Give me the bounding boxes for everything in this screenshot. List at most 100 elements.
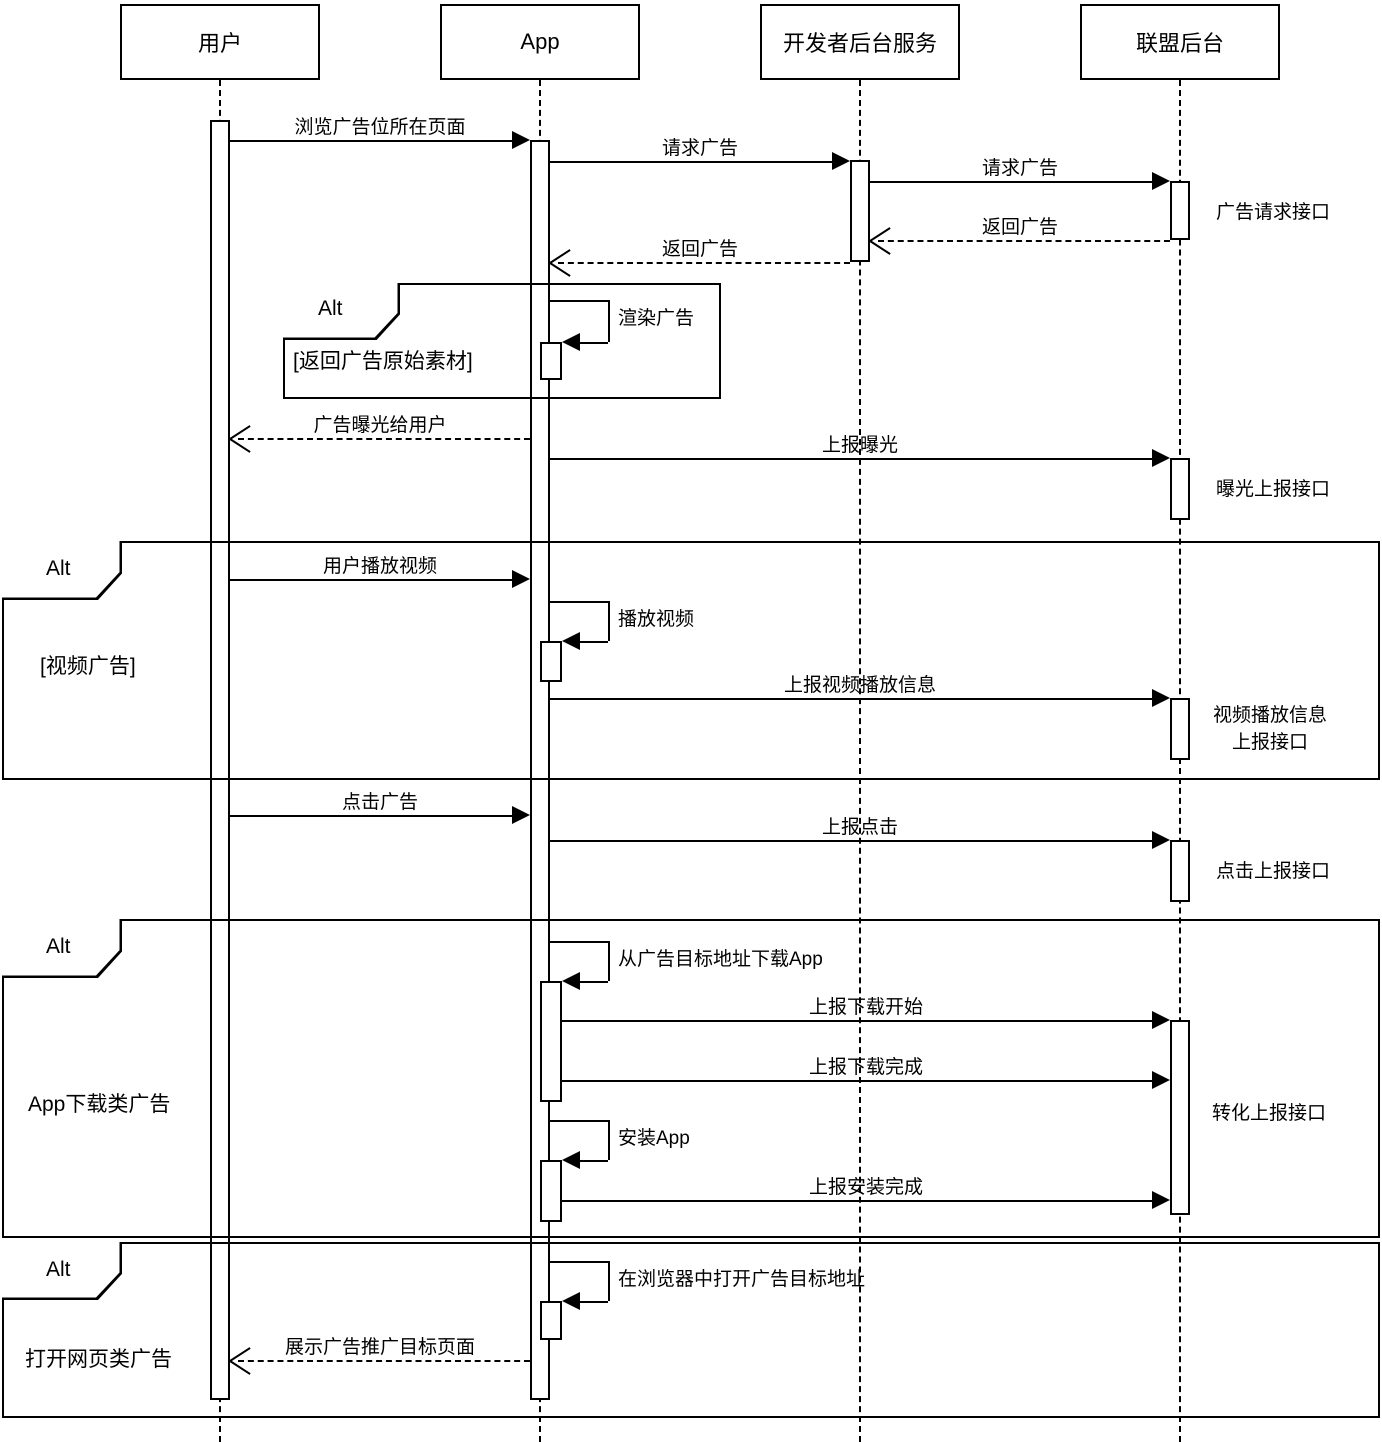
self-message-top xyxy=(550,1120,610,1122)
activation-devserver xyxy=(850,160,870,262)
message-line xyxy=(550,458,1156,460)
self-message-top xyxy=(550,941,610,943)
self-message-top xyxy=(550,1261,610,1263)
lifeline-union xyxy=(1179,80,1181,1442)
message-label: 返回广告 xyxy=(981,217,1058,238)
participant-box-user: 用户 xyxy=(120,4,320,80)
message-line xyxy=(230,815,516,817)
interface-label-video-play-report: 视频播放信息 上报接口 xyxy=(1213,705,1328,753)
self-message-side xyxy=(608,941,610,981)
arrowhead xyxy=(832,152,850,170)
arrowhead xyxy=(1152,449,1170,467)
message-line xyxy=(562,1080,1156,1082)
activation-union-click xyxy=(1170,840,1190,902)
message-label: 返回广告 xyxy=(661,239,738,260)
message-line-dashed xyxy=(238,1360,530,1362)
alt-frame-tab xyxy=(2,1242,122,1300)
message-line xyxy=(550,161,836,163)
activation-app-nested xyxy=(540,641,562,682)
self-message-top xyxy=(550,300,610,302)
self-message-bottom xyxy=(578,981,608,983)
activation-union-exposure xyxy=(1170,458,1190,520)
message-line-dashed xyxy=(238,438,530,440)
alt-frame-condition: [视频广告] xyxy=(40,655,136,678)
activation-union-adrequest xyxy=(1170,181,1190,240)
message-label: 上报点击 xyxy=(821,817,898,838)
participant-box-union: 联盟后台 xyxy=(1080,4,1280,80)
message-label: 广告曝光给用户 xyxy=(313,415,447,436)
message-line-dashed xyxy=(878,240,1170,242)
self-message-top xyxy=(550,601,610,603)
alt-frame-raw-material xyxy=(283,283,721,399)
arrowhead xyxy=(1152,1071,1170,1089)
activation-app-nested xyxy=(540,981,562,1102)
arrowhead xyxy=(512,806,530,824)
self-message-side xyxy=(608,1120,610,1160)
alt-frame-app-download xyxy=(2,919,1380,1238)
message-label: 上报安装完成 xyxy=(808,1177,923,1198)
message-line xyxy=(230,140,516,142)
interface-label-click-report: 点击上报接口 xyxy=(1216,861,1331,882)
self-message-bottom xyxy=(578,641,608,643)
interface-label-exposure-report: 曝光上报接口 xyxy=(1216,479,1331,500)
activation-user xyxy=(210,120,230,1400)
self-message-bottom xyxy=(578,1301,608,1303)
message-label: 上报视频播放信息 xyxy=(783,675,936,696)
message-line xyxy=(562,1020,1156,1022)
arrowhead xyxy=(512,570,530,588)
arrowhead xyxy=(1152,689,1170,707)
message-label: 上报下载完成 xyxy=(808,1057,923,1078)
alt-frame-condition: [返回广告原始素材] xyxy=(293,350,473,373)
message-label: 展示广告推广目标页面 xyxy=(284,1337,475,1358)
arrowhead xyxy=(1152,1011,1170,1029)
message-label: 用户播放视频 xyxy=(322,556,437,577)
arrowhead xyxy=(1152,831,1170,849)
participant-box-devserver: 开发者后台服务 xyxy=(760,4,960,80)
arrowhead xyxy=(562,1151,580,1169)
alt-frame-tab xyxy=(2,919,122,978)
alt-frame-video-ad xyxy=(2,541,1380,780)
self-message-label: 在浏览器中打开广告目标地址 xyxy=(618,1269,866,1290)
message-label: 请求广告 xyxy=(661,138,738,159)
self-message-side xyxy=(608,300,610,342)
alt-frame-tab xyxy=(2,541,122,600)
activation-app-nested xyxy=(540,342,562,380)
self-message-bottom xyxy=(578,1160,608,1162)
message-line xyxy=(550,840,1156,842)
interface-label-conversion-report: 转化上报接口 xyxy=(1212,1103,1327,1124)
self-message-bottom xyxy=(578,342,608,344)
arrowhead xyxy=(562,632,580,650)
arrowhead xyxy=(512,131,530,149)
alt-frame-label: Alt xyxy=(46,935,71,958)
activation-union-video xyxy=(1170,698,1190,760)
arrowhead xyxy=(1152,1191,1170,1209)
participant-name: 联盟后台 xyxy=(1135,31,1224,56)
alt-frame-label: Alt xyxy=(46,557,71,580)
message-line xyxy=(562,1200,1156,1202)
message-label: 上报曝光 xyxy=(821,435,898,456)
alt-frame-open-webpage xyxy=(2,1242,1380,1418)
participant-name: 开发者后台服务 xyxy=(782,31,937,56)
message-line xyxy=(550,698,1156,700)
alt-frame-label: Alt xyxy=(46,1258,71,1281)
alt-frame-label: Alt xyxy=(318,297,343,320)
lifeline-devserver xyxy=(859,80,861,1442)
arrowhead xyxy=(562,972,580,990)
arrowhead xyxy=(1152,172,1170,190)
message-line-dashed xyxy=(558,262,850,264)
self-message-label: 安装App xyxy=(618,1128,690,1149)
participant-name: App xyxy=(520,29,560,54)
message-label: 点击广告 xyxy=(341,792,418,813)
interface-label-ad-request: 广告请求接口 xyxy=(1216,202,1331,223)
message-line xyxy=(870,181,1156,183)
self-message-label: 从广告目标地址下载App xyxy=(618,949,823,970)
alt-frame-tab xyxy=(283,283,400,340)
alt-frame-condition: 打开网页类广告 xyxy=(25,1348,172,1371)
self-message-side xyxy=(608,1261,610,1301)
participant-box-app: App xyxy=(440,4,640,80)
participant-name: 用户 xyxy=(197,31,242,56)
message-label: 请求广告 xyxy=(981,158,1058,179)
self-message-label: 渲染广告 xyxy=(618,308,695,329)
message-line xyxy=(230,579,516,581)
